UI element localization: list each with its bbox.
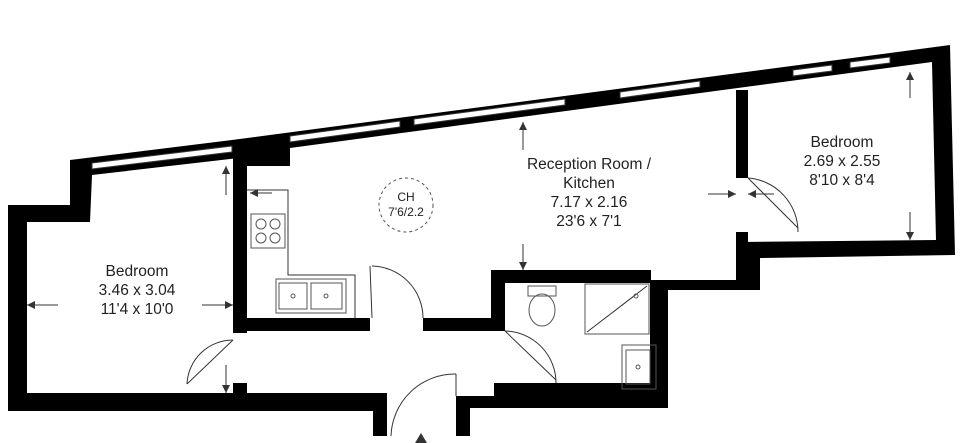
wall-segment: [736, 232, 748, 282]
window-icon: [849, 56, 891, 69]
door-swing-icon: [186, 339, 234, 385]
window-icon: [91, 145, 233, 170]
room-metric: 3.46 x 3.04: [98, 282, 176, 299]
room-label-bedroom-right: Bedroom 2.69 x 2.55 8'10 x 8'4: [804, 133, 881, 190]
wall-segment: [423, 318, 495, 331]
cupboard-code: CH: [397, 190, 415, 204]
window-icon: [792, 64, 833, 77]
doors: [186, 177, 799, 437]
dimension-arrow-icon: [708, 190, 736, 198]
dimension-arrow-icon: [906, 212, 914, 240]
wall-segment: [233, 148, 247, 333]
door-swing-icon: [747, 177, 799, 233]
wall-segment: [233, 383, 247, 395]
dimension-arrow-icon: [748, 190, 774, 198]
room-imperial: 8'10 x 8'4: [809, 172, 875, 189]
entrance-arrow-icon: [415, 433, 427, 443]
wall-segment: [247, 148, 290, 166]
dimension-arrows: [27, 72, 914, 393]
counter-outline: [247, 189, 356, 318]
door-swing-icon: [369, 265, 424, 319]
wall-segment: [491, 270, 505, 331]
room-metric: 7.17 x 2.16: [550, 194, 628, 211]
door-swing-icon: [390, 373, 457, 437]
wall-segment: [491, 270, 651, 283]
toilet-icon: [527, 285, 557, 327]
basin-icon: [621, 344, 657, 390]
room-imperial: 11'4 x 10'0: [100, 301, 174, 318]
windows: [91, 56, 891, 170]
bathroom: [527, 283, 657, 390]
room-label-reception: Reception Room / Kitchen 7.17 x 2.16 23'…: [527, 155, 651, 231]
door-swing-icon: [504, 330, 557, 384]
room-name: Bedroom: [810, 134, 874, 151]
room-name: Bedroom: [105, 263, 169, 280]
cupboard-label: CH 7'6/2.2: [388, 190, 424, 220]
dimension-arrow-icon: [27, 301, 58, 309]
room-name-line2: Kitchen: [563, 175, 615, 192]
dimension-arrow-icon: [222, 166, 230, 195]
kitchen-counter: [247, 189, 356, 318]
room-metric: 2.69 x 2.55: [803, 153, 881, 170]
room-imperial: 23'6 x 7'1: [556, 213, 622, 230]
window-icon: [413, 98, 566, 126]
cupboard-circle: [378, 177, 434, 233]
wall-segment: [247, 318, 370, 331]
dimension-arrow-icon: [906, 72, 914, 98]
dimension-arrow-icon: [519, 244, 527, 270]
room-label-bedroom-left: Bedroom 3.46 x 3.04 11'4 x 10'0: [99, 262, 176, 319]
wall-segment: [736, 90, 748, 178]
interior-walls: [233, 90, 748, 395]
hob-icon: [250, 213, 286, 249]
outer-walls: [8, 45, 955, 436]
dimension-arrow-icon: [222, 365, 230, 393]
dimension-arrow-icon: [202, 301, 233, 309]
outer-wall: [8, 45, 955, 436]
wall-segment: [494, 383, 508, 395]
dimension-arrow-icon: [250, 189, 272, 197]
window-icon: [619, 80, 701, 99]
shower-tray-icon: [584, 283, 650, 335]
sink-icon: [275, 278, 347, 314]
dimension-arrow-icon: [519, 122, 527, 150]
room-name-line1: Reception Room /: [526, 156, 652, 173]
cupboard-size: 7'6/2.2: [388, 205, 424, 219]
window-icon: [289, 120, 401, 143]
